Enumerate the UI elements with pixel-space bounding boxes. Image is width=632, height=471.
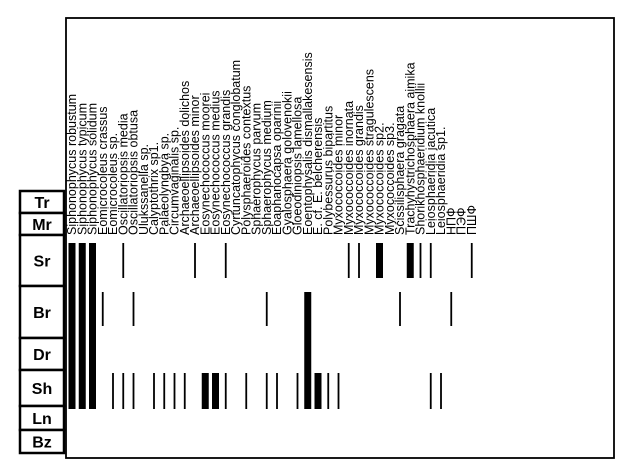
occurrence-bar [212, 373, 219, 409]
occurrence-bar [122, 243, 125, 278]
taxon-label: Cyrtuncatophycus conglobatum [229, 60, 243, 235]
occurrence-bar [163, 373, 166, 409]
occurrence-bar [358, 243, 360, 278]
taxon-label: Archaeoellipsoides minor [188, 95, 202, 235]
taxon-label: Palaeolyngbya sp. [157, 133, 171, 235]
taxon-label: E. cf. E. belcherensis [311, 118, 325, 235]
occurrence-bar [440, 373, 442, 409]
taxon-label: НПФ [444, 207, 458, 235]
occurrence-bar [101, 292, 104, 326]
occurrence-bar [201, 373, 209, 409]
unit-label-sr: Sr [34, 254, 51, 271]
occurrence-bar [245, 373, 248, 409]
taxon-label: Gloeodiniopsis lamellosa [291, 97, 305, 235]
occurrence-bar [470, 243, 473, 278]
taxon-label: ПШФ [465, 205, 479, 235]
taxon-label: Trachyhystrichosphaera aimika [403, 62, 417, 235]
unit-box-dr [18, 336, 66, 372]
occurrence-bar [68, 243, 76, 409]
taxon-label: Circumvaginalis sp. [168, 127, 182, 235]
taxon-label: Myxococcoides sp2. [373, 122, 387, 235]
occurrence-bar [347, 243, 350, 278]
occurrence-bar [112, 373, 114, 409]
occurrence-bar [132, 292, 135, 326]
taxon-label: Myxococcoides minor [332, 115, 346, 235]
occurrence-bar [429, 373, 432, 409]
chart-border [65, 17, 615, 459]
unit-label-mr: Mr [32, 217, 52, 234]
taxon-label: Myxococcoides stragulescens [362, 69, 376, 235]
occurrence-bar [78, 243, 86, 409]
taxon-label: Siphonophycus solidum [86, 103, 100, 235]
taxon-label: Siphonophycus robustum [65, 94, 79, 235]
occurrence-bar [265, 292, 268, 326]
unit-label-dr: Dr [33, 347, 51, 364]
taxon-label: Eosynechococcus grandis [219, 90, 233, 235]
unit-label-ln: Ln [32, 411, 52, 428]
taxon-label: Ulukssanella sp. [137, 144, 151, 235]
unit-box-br [18, 284, 66, 340]
occurrence-bar [132, 373, 135, 409]
occurrence-bar [224, 243, 227, 278]
occurrence-bar [419, 243, 422, 278]
occurrence-bar [399, 292, 401, 326]
occurrence-bar [296, 373, 299, 409]
occurrence-bar [153, 373, 155, 409]
occurrence-bar [173, 373, 176, 409]
taxon-label: Eoentophysalis dismallakesensis [301, 52, 315, 235]
occurrence-bar [265, 373, 268, 409]
occurrence-bar [122, 373, 125, 409]
taxon-label: Leiosphaeridia sp1. [434, 127, 448, 235]
taxon-label: Sphaerophycus parvum [250, 103, 264, 235]
taxon-label: Myxococcoides grandis [352, 105, 366, 235]
taxon-label: Myxococcoides sp3. [383, 122, 397, 235]
taxon-label: Polybessurus bipartitus [321, 106, 335, 235]
occurrence-bar [194, 243, 196, 278]
unit-label-sh: Sh [32, 381, 52, 398]
taxon-label: Scissilisphaera gragata [393, 106, 407, 235]
occurrence-bars [68, 243, 473, 409]
taxon-label: Eosynechococcus moorei [198, 93, 212, 235]
taxon-label: Archaeoellipsoides dolichos [178, 81, 192, 235]
occurrence-bar [406, 243, 414, 278]
occurrence-bar [276, 373, 278, 409]
taxon-label: Eosynechococcus medius [209, 90, 223, 235]
occurrence-bar [89, 243, 96, 409]
occurrence-bar [337, 373, 340, 409]
occurrence-bar [183, 373, 186, 409]
taxon-label: Sphaerophycus medium [260, 100, 274, 235]
taxon-label: Eomicrocoleus sp. [106, 133, 120, 235]
occurrence-bar [450, 292, 453, 326]
occurrence-bar [429, 243, 432, 278]
occurrence-bar [327, 373, 330, 409]
taxon-label: Eomicrocoleus crassus [96, 106, 110, 235]
taxon-label: Polysphaeroides contextus [239, 86, 253, 235]
taxon-label: Oscillatoriopsis media [116, 113, 130, 235]
taxon-label: Siphonophycus typicum [75, 103, 89, 235]
taxon-label: Oscillatoriopsis obtusa [127, 110, 141, 235]
occurrence-bar [376, 243, 383, 278]
occurrence-bar [304, 292, 312, 409]
taxon-label: Gyalosphaera golovenokii [280, 91, 294, 235]
unit-label-bz: Bz [32, 435, 52, 452]
taxon-label: Calyptothrix sp1. [147, 142, 161, 235]
taxon-label: Shorikhosphaeridium knollii [414, 83, 428, 235]
taxon-label: Eoaphanocapsa oparinii [270, 101, 284, 235]
taxon-label: ПЭФ [455, 208, 469, 235]
occurrence-bar [314, 373, 322, 409]
unit-box-sh [18, 368, 66, 408]
taxon-label: Myxococcoides inornata [342, 101, 356, 235]
unit-label-tr: Tr [34, 195, 49, 212]
occurrence-bar [224, 373, 227, 409]
taxon-label: Leiosphaeridia jacutica [424, 108, 438, 235]
unit-box-bz [18, 428, 66, 455]
unit-label-br: Br [33, 305, 51, 322]
